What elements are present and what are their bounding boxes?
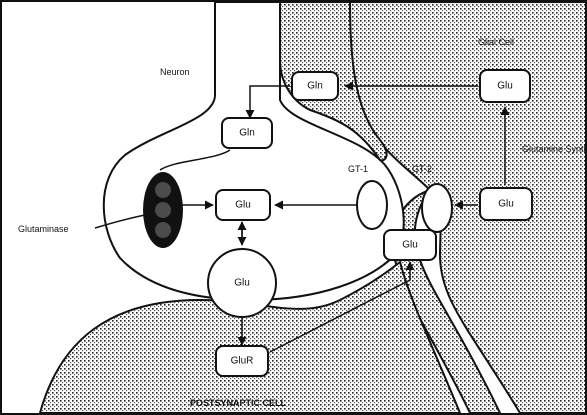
node-gln-neuron-top: Gln [222, 118, 272, 148]
postsynaptic-cell-label: POSTSYNAPTIC CELL [190, 398, 287, 408]
glutamine-synthetase-label: Glutamine Synthetase [522, 144, 587, 154]
node-glu-vesicle: Glu [208, 249, 276, 317]
node-glu-glia-mid: Glu [480, 188, 532, 220]
svg-text:Glu: Glu [498, 199, 514, 210]
svg-text:Gln: Gln [307, 81, 323, 92]
glutaminase-label: Glutaminase [18, 224, 69, 234]
svg-text:Glu: Glu [497, 81, 513, 92]
node-glu-neuron: Glu [216, 190, 270, 220]
node-glu-glia-top: Glu [480, 70, 530, 102]
transporter-gt2-label: GT-2 [412, 164, 432, 174]
svg-text:Glu: Glu [235, 200, 251, 211]
glial-cell-label: Glial Cell [478, 37, 514, 47]
svg-text:Glu: Glu [402, 240, 418, 251]
svg-text:GluR: GluR [231, 356, 254, 367]
transporter-gt1-shape [357, 181, 387, 229]
transporter-gt2-shape [422, 184, 452, 232]
svg-text:Glu: Glu [234, 278, 250, 289]
node-glur-receptor: GluR [216, 346, 268, 376]
svg-text:Gln: Gln [239, 128, 255, 139]
node-glu-cleft: Glu [384, 230, 436, 260]
neuron-label: Neuron [160, 67, 190, 77]
node-gln-axon: Gln [292, 72, 338, 100]
transporter-gt1-label: GT-1 [348, 164, 368, 174]
